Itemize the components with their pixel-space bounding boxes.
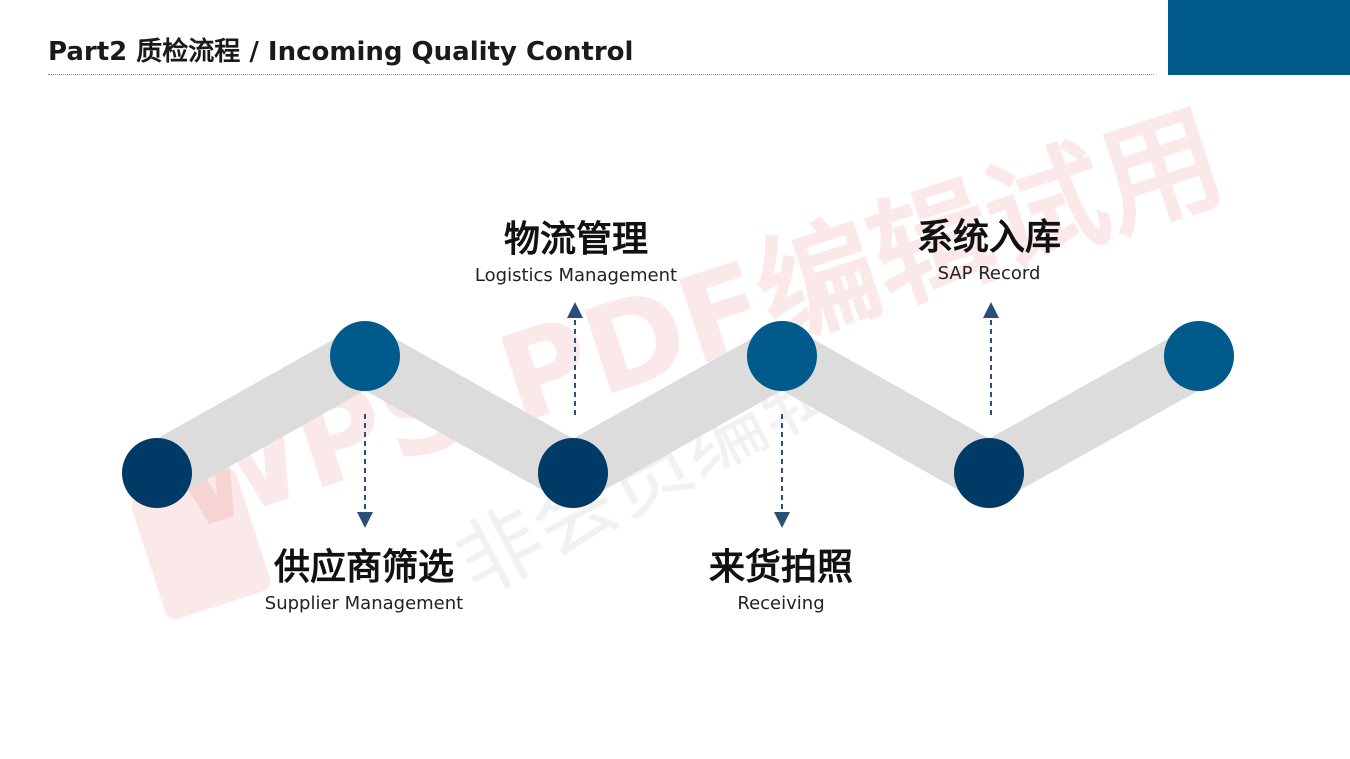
- node-3: [538, 438, 608, 508]
- node-1: [122, 438, 192, 508]
- step-title: 物流管理: [503, 219, 649, 260]
- node-2: [330, 321, 400, 391]
- step-title: 来货拍照: [708, 547, 854, 588]
- corner-accent-block: [1168, 0, 1350, 75]
- step-title: 供应商筛选: [273, 547, 454, 588]
- step-logistics: 物流管理 Logistics Management: [475, 218, 677, 288]
- step-subtitle: Logistics Management: [474, 265, 678, 286]
- step-sap: 系统入库 SAP Record: [917, 216, 1061, 286]
- step-title: 系统入库: [916, 217, 1062, 258]
- step-receiving: 来货拍照 Receiving: [709, 546, 853, 616]
- title-divider: [48, 74, 1154, 75]
- page-title: Part2 质检流程 / Incoming Quality Control: [48, 37, 634, 67]
- node-6: [1164, 321, 1234, 391]
- node-5: [954, 438, 1024, 508]
- step-subtitle: Receiving: [737, 593, 825, 614]
- step-supplier: 供应商筛选 Supplier Management: [265, 546, 463, 616]
- step-subtitle: SAP Record: [937, 263, 1041, 284]
- node-4: [747, 321, 817, 391]
- zigzag-track: [127, 326, 1229, 503]
- step-subtitle: Supplier Management: [264, 593, 464, 614]
